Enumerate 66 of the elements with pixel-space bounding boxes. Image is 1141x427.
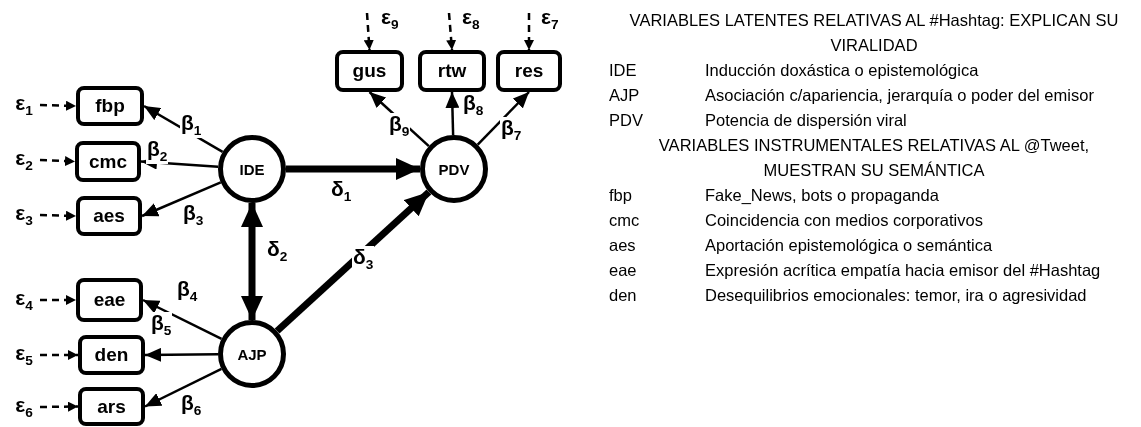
path-arrow	[274, 189, 432, 334]
variable-description: Inducción doxástica o epistemológica	[705, 61, 979, 79]
latent-variable-circle: AJP	[218, 320, 286, 388]
coefficient-label: β$_{9}$	[388, 113, 411, 139]
variable-box: den	[78, 335, 145, 375]
coefficient-label: β$_{1}$	[180, 112, 203, 138]
coefficient-label: β$_{4}$	[176, 278, 199, 304]
variable-code: PDV	[609, 110, 644, 131]
coefficient-label: β$_{2}$	[146, 138, 169, 164]
variable-description: Fake_News, bots o propaganda	[705, 186, 939, 204]
arrow	[141, 181, 222, 218]
variable-box: res	[496, 50, 562, 92]
variable-description: Coincidencia con medios corporativos	[705, 211, 983, 229]
variable-box: aes	[76, 196, 142, 236]
variable-code: aes	[609, 235, 637, 256]
coefficient-label: β$_{3}$	[182, 202, 205, 228]
variable-code: den	[609, 285, 638, 306]
variable-code: AJP	[609, 85, 641, 106]
variable-description: Expresión acrítica empatía hacia emisor del #Hashtag	[705, 261, 1101, 279]
error-arrow	[40, 295, 76, 305]
coefficient-label: β$_{5}$	[150, 312, 173, 338]
coefficient-label: δ$_{2}$	[266, 238, 289, 264]
error-term: ε$_{1}$	[8, 90, 40, 120]
variable-box: cmc	[75, 141, 141, 182]
coefficient-label: δ$_{3}$	[352, 246, 375, 272]
coefficient-label: β$_{7}$	[500, 117, 523, 143]
error-term: ε$_{2}$	[8, 145, 40, 175]
arrow	[142, 298, 223, 341]
error-term: ε$_{6}$	[8, 392, 40, 422]
legend-heading: VARIABLES INSTRUMENTALES RELATIVAS AL @Tweet, MUESTRAN SU SEMÁNTICA	[657, 135, 1091, 181]
variable-box: fbp	[76, 86, 144, 126]
arrow	[145, 347, 218, 362]
error-term: ε$_{3}$	[8, 200, 40, 230]
error-arrow	[363, 12, 374, 51]
variable-description: Asociación c/apariencia, jerarquía o poder del emisor	[705, 86, 1094, 104]
latent-variable-circle: PDV	[420, 135, 488, 203]
error-term: ε$_{5}$	[8, 340, 40, 370]
error-term: ε$_{4}$	[8, 285, 40, 315]
arrow	[144, 367, 223, 408]
path-arrow	[286, 158, 420, 180]
variable-box: gus	[335, 50, 404, 92]
error-arrow	[40, 401, 78, 412]
coefficient-label: β$_{8}$	[462, 92, 485, 118]
path-arrow	[241, 203, 263, 320]
error-arrow	[39, 156, 76, 167]
variable-description: Aportación epistemológica o semántica	[705, 236, 993, 254]
variable-code: cmc	[609, 210, 641, 231]
variable-code: fbp	[609, 185, 633, 206]
variable-box: ars	[78, 387, 145, 426]
arrow	[445, 91, 460, 136]
error-arrow	[39, 210, 77, 221]
variable-description: Potencia de dispersión viral	[705, 111, 907, 129]
variable-description: Desequilibrios emocionales: temor, ira o agresividad	[705, 286, 1087, 304]
error-arrow	[39, 100, 77, 111]
variable-code: eae	[609, 260, 638, 281]
coefficient-label: β$_{6}$	[180, 392, 203, 418]
variable-box: eae	[76, 278, 143, 322]
error-arrow	[446, 12, 457, 51]
latent-variable-circle: IDE	[218, 135, 286, 203]
variable-box: rtw	[418, 50, 486, 92]
variable-code: IDE	[609, 60, 638, 81]
arrow	[476, 91, 530, 146]
legend-heading: VARIABLES LATENTES RELATIVAS AL #Hashtag: EXPLICAN SU VIRALIDAD	[628, 10, 1120, 56]
coefficient-label: δ$_{1}$	[330, 178, 353, 204]
error-arrow	[40, 350, 78, 360]
error-arrow	[524, 13, 534, 50]
